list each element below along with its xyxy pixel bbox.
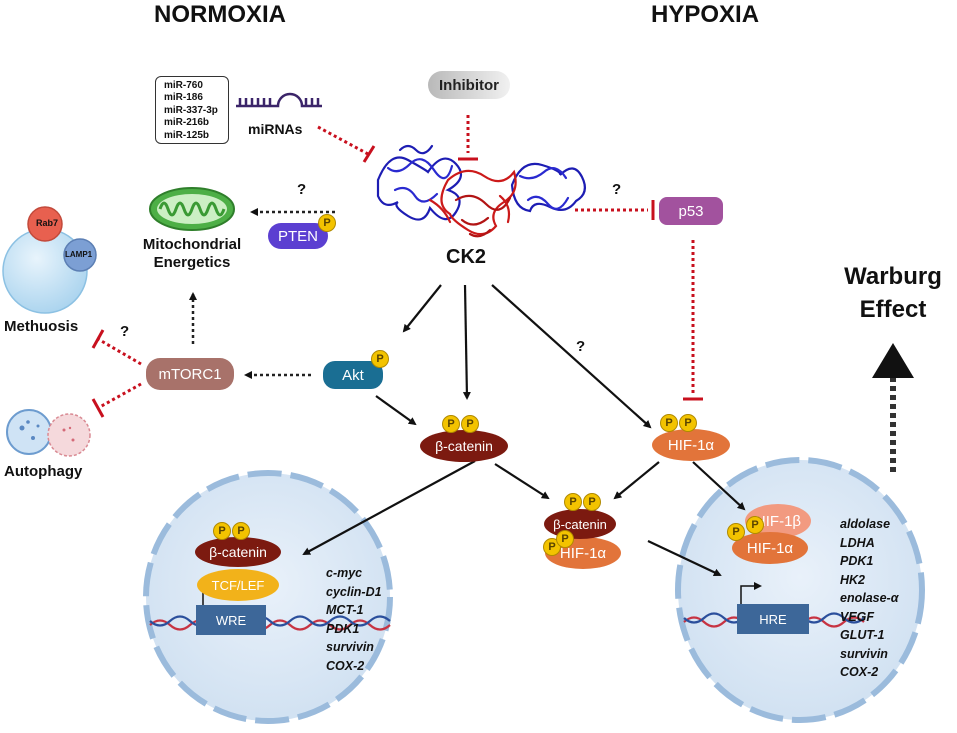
phospho-badge: P [371, 350, 389, 368]
phospho-badge: P [679, 414, 697, 432]
phospho-badge: P [556, 530, 574, 548]
activation-arrows [302, 284, 746, 577]
mtorc1-node: mTORC1 [146, 358, 234, 390]
hypoxia-header: HYPOXIA [651, 1, 760, 28]
gene-item: survivin [326, 640, 374, 654]
normoxia-header: NORMOXIA [154, 1, 286, 28]
gene-item: PDK1 [326, 621, 360, 636]
phospho-badge: P [213, 522, 231, 540]
autophagy-label: Autophagy [4, 463, 83, 480]
beta-catenin-label: β-catenin [435, 438, 493, 454]
complex-beta-catenin-node: β-catenin [544, 509, 616, 539]
dna-normoxia [149, 615, 391, 631]
p53-label: p53 [678, 202, 704, 220]
hif1b-label: HIF-1β [754, 512, 802, 530]
gene-item: LDHA [840, 535, 875, 550]
complex-hif1a-label: HIF-1α [559, 544, 607, 562]
warburg-label-line2: Effect [859, 296, 927, 323]
tcf-lef-node: TCF/LEF [197, 569, 279, 601]
nuclear-beta-catenin-label: β-catenin [209, 544, 267, 560]
beta-catenin-node: β-catenin [420, 430, 508, 462]
mirna-item: miR-760 [164, 80, 203, 91]
hif-target-genes: aldolase LDHA PDK1 HK2 enolase-α VEGF GL… [840, 515, 898, 682]
ck2-label: CK2 [446, 246, 487, 268]
gene-item: aldolase [840, 517, 891, 531]
rab7-icon [27, 206, 63, 242]
phospho-badge: P [660, 414, 678, 432]
mtorc1-label: mTORC1 [158, 365, 222, 383]
gene-item: VEGF [840, 609, 875, 624]
gene-item: cyclin-D1 [326, 584, 382, 599]
warburg-arrow [872, 343, 914, 472]
nuclear-hif1a-node: HIF-1α [732, 532, 808, 564]
question-mark: ? [120, 323, 130, 340]
nuclear-beta-catenin-node: β-catenin [195, 537, 281, 567]
mito-label-line1: Mitochondrial [142, 236, 242, 253]
warburg-label-line1: Warburg [844, 263, 942, 290]
wre-element: WRE [196, 605, 266, 635]
mirna-item: miR-125b [164, 129, 210, 141]
pten-label: PTEN [277, 227, 318, 245]
phospho-badge: P [727, 523, 745, 541]
question-mark: ? [297, 181, 307, 198]
rab7-label: Rab7 [36, 218, 59, 228]
ck2-structure-icon [376, 144, 587, 238]
nuclear-hif1a-label: HIF-1α [746, 539, 794, 557]
hre-label: HRE [759, 611, 787, 627]
phospho-badge: P [442, 415, 460, 433]
akt-label: Akt [342, 366, 364, 384]
lamp1-icon [63, 238, 97, 272]
wnt-target-genes: c-myc cyclin-D1 MCT-1 PDK1 survivin COX-… [326, 564, 382, 675]
complex-beta-catenin-label: β-catenin [553, 516, 607, 532]
lamp1-label: LAMP1 [65, 250, 93, 259]
phospho-badge: P [583, 493, 601, 511]
inhibitor-pill: Inhibitor [428, 71, 510, 99]
inhibition-lines [91, 115, 703, 418]
gene-item: HK2 [840, 572, 866, 587]
mito-label-line2: Energetics [153, 254, 231, 271]
hif1a-node: HIF-1α [652, 429, 730, 461]
dotted-arrows [189, 208, 335, 379]
methuosis-label: Methuosis [4, 318, 79, 335]
mirna-item: miR-186 [164, 92, 203, 104]
nucleus-normoxia [143, 470, 393, 724]
autophagy-icon [6, 409, 91, 457]
question-mark: ? [576, 338, 586, 355]
pten-node: PTEN [268, 223, 328, 249]
phospho-badge: P [232, 522, 250, 540]
mitochondrion-icon [149, 187, 235, 231]
gene-item: GLUT-1 [840, 628, 885, 642]
mirnas-label: miRNAs [248, 121, 303, 137]
question-mark: ? [612, 181, 622, 198]
p53-node: p53 [659, 197, 723, 225]
wre-label: WRE [215, 612, 247, 628]
inhibitor-label: Inhibitor [439, 76, 499, 94]
mirna-item: miR-216b [164, 117, 210, 129]
phospho-badge: P [746, 516, 764, 534]
hif1a-label: HIF-1α [667, 436, 715, 454]
phospho-badge: P [564, 493, 582, 511]
gene-item: MCT-1 [326, 603, 364, 617]
tss-arrow-hypoxia [740, 582, 762, 606]
gene-item: PDK1 [840, 554, 874, 568]
phospho-badge: P [461, 415, 479, 433]
mirna-hairpin-icon [236, 92, 322, 108]
mirna-item: miR-337-3p [164, 104, 218, 116]
gene-item: COX-2 [840, 665, 879, 679]
gene-item: enolase-α [840, 591, 899, 605]
gene-item: survivin [840, 646, 888, 661]
mirna-list-box: miR-760 miR-186 miR-337-3p miR-216b miR-… [155, 76, 229, 144]
gene-item: c-myc [326, 566, 363, 580]
gene-item: COX-2 [326, 658, 365, 673]
tcf-lef-label: TCF/LEF [211, 577, 265, 593]
hre-element: HRE [737, 604, 809, 634]
phospho-badge: P [318, 214, 336, 232]
